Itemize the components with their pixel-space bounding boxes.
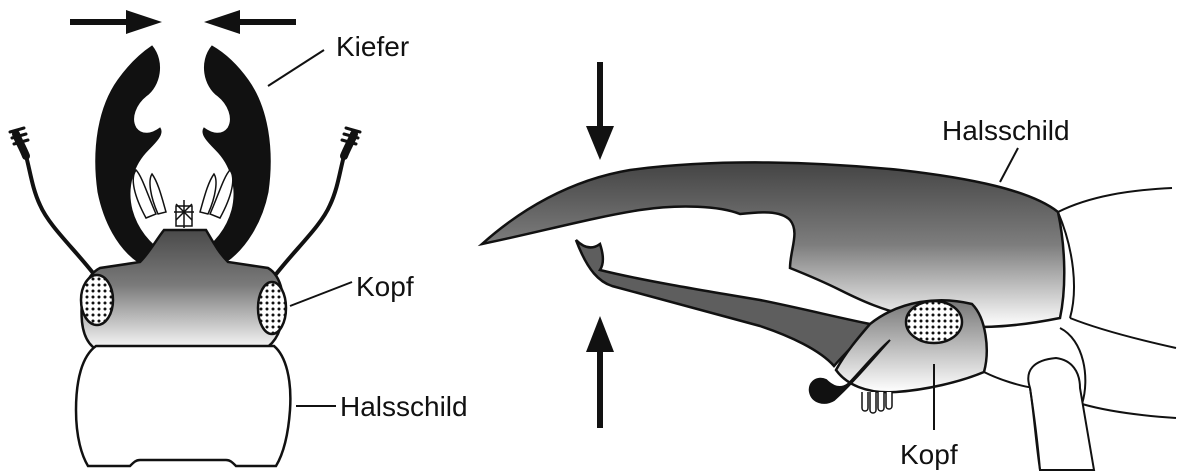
front-pronotum [76, 346, 290, 466]
label-kopf-side: Kopf [900, 439, 958, 470]
side-mouth-brush [862, 392, 892, 413]
left-mandible [96, 46, 168, 262]
mouthparts [133, 170, 233, 228]
front-leg [1028, 358, 1094, 470]
right-antenna [270, 128, 360, 282]
left-antenna [10, 128, 100, 282]
front-view: Kiefer Kopf Halsschild [10, 10, 468, 466]
label-kopf-front: Kopf [356, 271, 414, 302]
side-view: Halsschild Kopf [482, 62, 1176, 470]
label-halsschild-front: Halsschild [340, 391, 468, 422]
compound-eye-icon [258, 282, 286, 334]
compound-eye-icon [81, 275, 113, 325]
leader-front-jaw [268, 50, 324, 86]
leader-front-head [290, 282, 352, 306]
label-halsschild-side: Halsschild [942, 115, 1070, 146]
compound-eye-icon [906, 301, 962, 343]
label-kiefer: Kiefer [336, 31, 409, 62]
front-arrow-left [204, 10, 296, 34]
front-arrow-right [70, 10, 162, 34]
leader-side-pronotum [1000, 148, 1018, 182]
side-arrow-down [586, 62, 614, 160]
side-arrow-up [586, 316, 614, 428]
